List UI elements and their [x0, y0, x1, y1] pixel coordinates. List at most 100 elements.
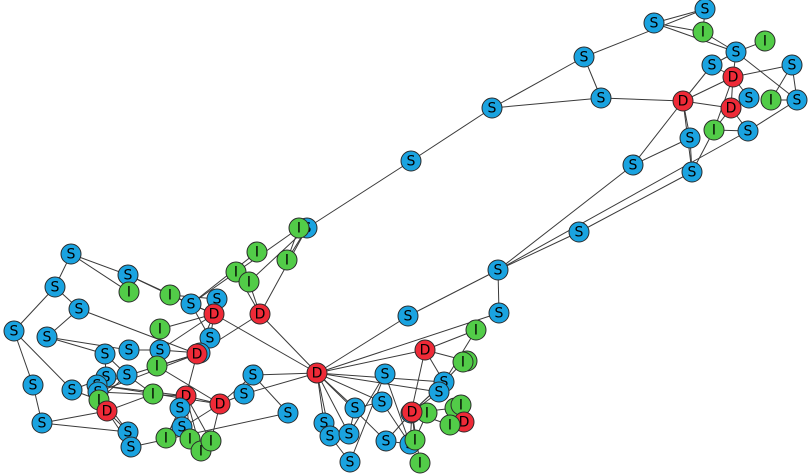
node-label: S	[38, 416, 47, 432]
node-i_r2: I	[465, 319, 487, 341]
node-s_c7: S	[339, 451, 361, 473]
edge-s_mid3-d_l2	[259, 227, 308, 315]
node-label: I	[285, 253, 289, 269]
node-circle	[754, 30, 776, 52]
node-circle	[692, 21, 714, 43]
node-s_r2: S	[428, 381, 450, 403]
node-d_r1: D	[414, 339, 436, 361]
node-s_l9: S	[3, 320, 25, 342]
node-label: S	[187, 297, 196, 313]
node-label: S	[240, 387, 249, 403]
node-label: S	[320, 416, 329, 432]
node-label: S	[597, 91, 606, 107]
node-circle	[36, 326, 58, 348]
node-label: S	[435, 385, 444, 401]
edge-d_l1-s_l12	[159, 313, 215, 351]
edge-s_tr1-s_tr11	[583, 8, 706, 58]
node-circle	[786, 89, 808, 111]
node-s_tr6: S	[786, 89, 808, 111]
node-circle	[120, 436, 142, 458]
node-s_mid7: S	[397, 305, 419, 327]
node-circle	[573, 46, 595, 68]
node-label: S	[29, 378, 38, 394]
node-d_tr3: D	[720, 97, 742, 119]
node-circle	[487, 259, 509, 281]
node-label: S	[249, 368, 258, 384]
node-circle	[118, 339, 140, 361]
node-s_l27: S	[277, 402, 299, 424]
node-s_tr11: S	[573, 46, 595, 68]
node-label: I	[188, 432, 192, 448]
node-s_tr12: S	[590, 87, 612, 109]
node-s_tr8: S	[737, 120, 759, 142]
node-s_mid4: S	[568, 221, 590, 243]
node-circle	[414, 339, 436, 361]
edge-s_tr3-s_tr6	[735, 51, 798, 101]
node-circle	[146, 355, 168, 377]
node-s_c4: S	[344, 397, 366, 419]
node-label: S	[688, 165, 697, 181]
node-label: S	[75, 302, 84, 318]
node-i_r6: I	[439, 414, 461, 436]
node-circle	[31, 412, 53, 434]
node-circle	[672, 90, 694, 112]
edge-s_mid2-s_mid3	[306, 160, 412, 229]
node-circle	[159, 284, 181, 306]
node-label: S	[345, 427, 354, 443]
nodes-layer: SSISISDSDDISSISSSSSSSSSSSSSIIIIISSSIISSS…	[3, 0, 808, 474]
node-label: I	[461, 355, 465, 371]
node-label: S	[745, 91, 754, 107]
edge-s_tr13-s_mid5	[497, 164, 634, 271]
node-label: S	[381, 367, 390, 383]
edge-d_l1-d_hub	[213, 313, 318, 374]
edge-d_hub-d_r1	[316, 349, 426, 374]
node-s_l20: S	[31, 412, 53, 434]
node-circle	[3, 320, 25, 342]
node-label: I	[255, 245, 259, 261]
node-label: D	[420, 343, 431, 359]
node-label: S	[378, 395, 387, 411]
node-label: S	[206, 331, 215, 347]
node-circle	[400, 150, 422, 172]
node-circle	[722, 66, 744, 88]
node-s_l1: S	[60, 243, 82, 265]
node-s_tr1: S	[694, 0, 716, 20]
node-circle	[409, 452, 431, 474]
node-d_l3: D	[186, 343, 208, 365]
node-label: D	[726, 101, 737, 117]
node-circle	[180, 293, 202, 315]
node-s_l17: S	[116, 364, 138, 386]
edge-s_mid4-s_mid5	[497, 231, 580, 271]
edge-s_l26-d_hub	[252, 372, 318, 376]
node-s_mid1: S	[481, 97, 503, 119]
node-circle	[96, 400, 118, 422]
node-circle	[339, 451, 361, 473]
node-circle	[481, 97, 503, 119]
node-circle	[404, 429, 426, 451]
node-i_l15: I	[200, 430, 222, 452]
node-label: I	[425, 406, 429, 422]
node-circle	[720, 97, 742, 119]
node-label: S	[744, 124, 753, 140]
node-s_l5: S	[68, 298, 90, 320]
node-circle	[679, 127, 701, 149]
edge-s_mid5-s_mid7	[407, 269, 499, 317]
edge-s_l8-s_l11	[46, 336, 130, 351]
node-s_c3: S	[338, 423, 360, 445]
node-label: S	[629, 158, 638, 174]
node-circle	[338, 423, 360, 445]
node-i_l9: I	[146, 355, 168, 377]
node-label: I	[234, 265, 238, 281]
node-circle	[465, 319, 487, 341]
edge-s_tr10-s_mid4	[578, 171, 693, 233]
node-label: S	[176, 401, 185, 417]
node-s_tr13: S	[622, 154, 644, 176]
node-i_l11: I	[142, 383, 164, 405]
node-circle	[725, 41, 747, 63]
node-i_l3: I	[276, 249, 298, 271]
node-i_l8: I	[149, 318, 171, 340]
edge-s_mid1-s_mid2	[410, 107, 493, 162]
edge-i_l2-s_l3	[190, 227, 300, 305]
node-circle	[401, 401, 423, 423]
